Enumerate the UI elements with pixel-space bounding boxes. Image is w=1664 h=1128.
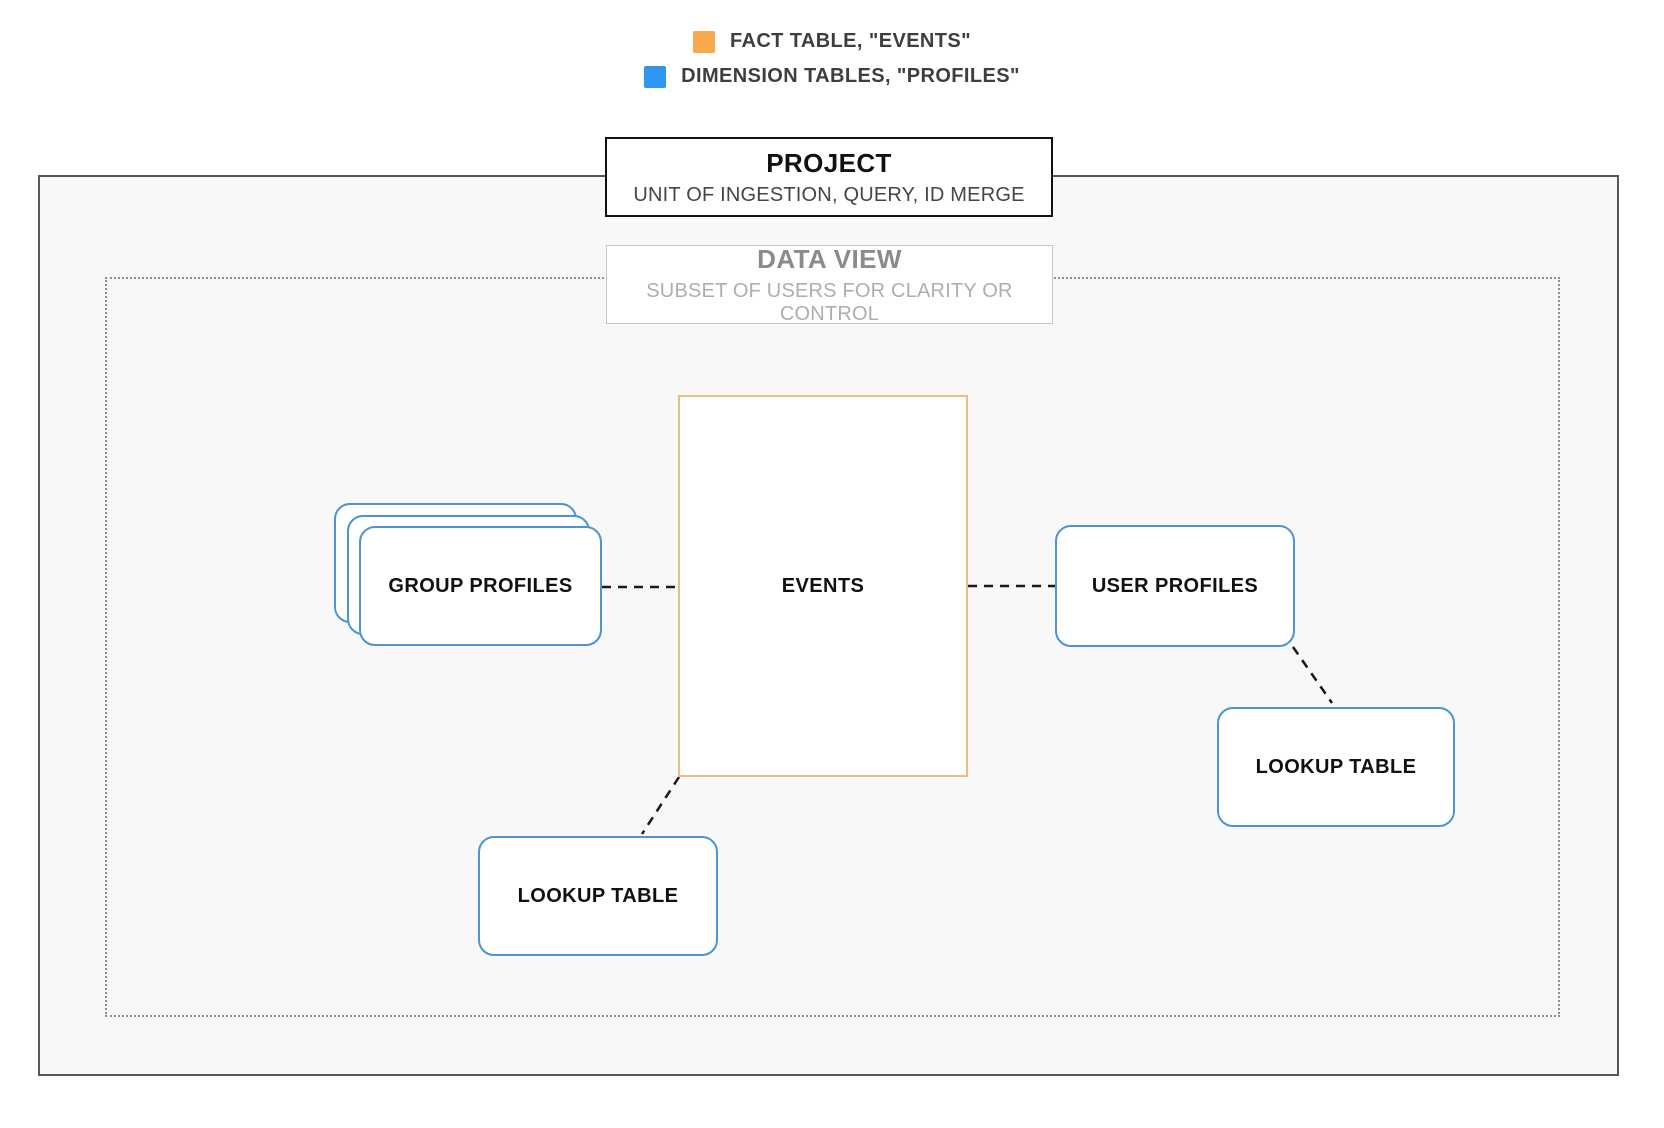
- node-group-profiles-label: GROUP PROFILES: [388, 574, 573, 597]
- node-lookup-table-right: LOOKUP TABLE: [1217, 707, 1455, 827]
- node-events-label: EVENTS: [781, 574, 865, 597]
- node-lookup-table-right-label: LOOKUP TABLE: [1255, 755, 1417, 778]
- data-view-subtitle: SUBSET OF USERS FOR CLARITY OR CONTROL: [646, 279, 1013, 325]
- node-lookup-table-bottom-label: LOOKUP TABLE: [517, 884, 679, 907]
- project-header-box: PROJECT UNIT OF INGESTION, QUERY, ID MER…: [605, 137, 1053, 217]
- dimension-tables-swatch-icon: [644, 65, 667, 88]
- group-profiles-card-front: GROUP PROFILES: [359, 526, 602, 646]
- node-events: EVENTS: [678, 395, 968, 777]
- node-group-profiles: GROUP PROFILES: [334, 503, 602, 646]
- legend-item-dimension-tables: DIMENSION TABLES, "PROFILES": [644, 65, 1020, 88]
- data-view-title: DATA VIEW: [757, 243, 902, 274]
- node-lookup-table-bottom: LOOKUP TABLE: [478, 836, 718, 956]
- legend: FACT TABLE, "EVENTS" DIMENSION TABLES, "…: [0, 30, 1664, 88]
- node-user-profiles: USER PROFILES: [1055, 525, 1295, 647]
- project-title: PROJECT: [766, 147, 892, 178]
- legend-item-fact-table: FACT TABLE, "EVENTS": [692, 30, 972, 53]
- data-view-header-box: DATA VIEW SUBSET OF USERS FOR CLARITY OR…: [606, 243, 1053, 325]
- legend-label: FACT TABLE, "EVENTS": [729, 30, 972, 52]
- node-user-profiles-label: USER PROFILES: [1091, 574, 1259, 597]
- fact-table-swatch-icon: [692, 30, 715, 53]
- project-subtitle: UNIT OF INGESTION, QUERY, ID MERGE: [633, 183, 1025, 206]
- legend-label: DIMENSION TABLES, "PROFILES": [681, 65, 1020, 87]
